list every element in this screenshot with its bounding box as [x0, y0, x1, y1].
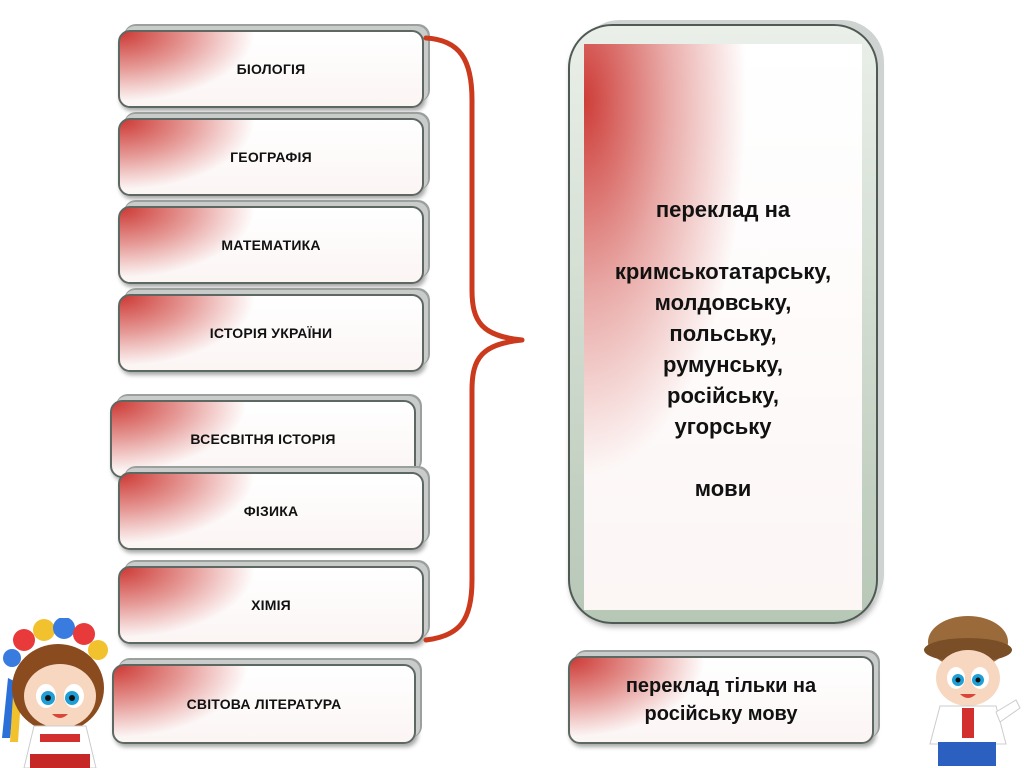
subject-label: ІСТОРІЯ УКРАЇНИ — [209, 325, 333, 341]
translation-line: молдовську, — [654, 290, 792, 315]
subject-card-world-history: ВСЕСВІТНЯ ІСТОРІЯ — [110, 400, 416, 478]
russian-only-panel: переклад тільки на російську мову — [568, 656, 874, 744]
subject-card-geography: ГЕОГРАФІЯ — [118, 118, 424, 196]
translation-text: переклад на кримськотатарську, молдовськ… — [584, 194, 862, 504]
subject-label: ФІЗИКА — [243, 503, 299, 519]
subject-label: ВСЕСВІТНЯ ІСТОРІЯ — [190, 431, 336, 447]
cartoon-boy-illustration — [924, 616, 1021, 766]
translation-line: кримськотатарську, — [614, 259, 832, 284]
translation-line: мови — [694, 476, 752, 501]
cartoon-girl-illustration — [2, 618, 108, 768]
russian-only-line: переклад тільки на — [625, 675, 817, 697]
translation-line: угорську — [674, 414, 772, 439]
translation-line — [584, 442, 862, 473]
subject-card-history-ukraine: ІСТОРІЯ УКРАЇНИ — [118, 294, 424, 372]
curly-brace — [423, 35, 525, 643]
translation-panel-inner: переклад на кримськотатарську, молдовськ… — [584, 44, 862, 610]
russian-only-line: російську мову — [644, 703, 798, 725]
translation-line: румунську, — [662, 352, 784, 377]
translation-languages-panel: переклад на кримськотатарську, молдовськ… — [568, 24, 878, 624]
subject-label: БІОЛОГІЯ — [236, 61, 306, 77]
subject-card-physics: ФІЗИКА — [118, 472, 424, 550]
translation-line: російську, — [667, 383, 779, 408]
translation-line — [584, 225, 862, 256]
translation-line: переклад на — [655, 197, 791, 222]
subject-label: ХІМІЯ — [251, 597, 291, 613]
subject-card-chemistry: ХІМІЯ — [118, 566, 424, 644]
subject-label: МАТЕМАТИКА — [221, 237, 321, 253]
russian-only-text: переклад тільки на російську мову — [626, 672, 816, 728]
subject-card-world-literature: СВІТОВА ЛІТЕРАТУРА — [112, 664, 416, 744]
subject-card-biology: БІОЛОГІЯ — [118, 30, 424, 108]
translation-line: польську, — [669, 321, 777, 346]
subject-card-mathematics: МАТЕМАТИКА — [118, 206, 424, 284]
subject-label: СВІТОВА ЛІТЕРАТУРА — [186, 696, 342, 712]
subject-label: ГЕОГРАФІЯ — [230, 149, 312, 165]
